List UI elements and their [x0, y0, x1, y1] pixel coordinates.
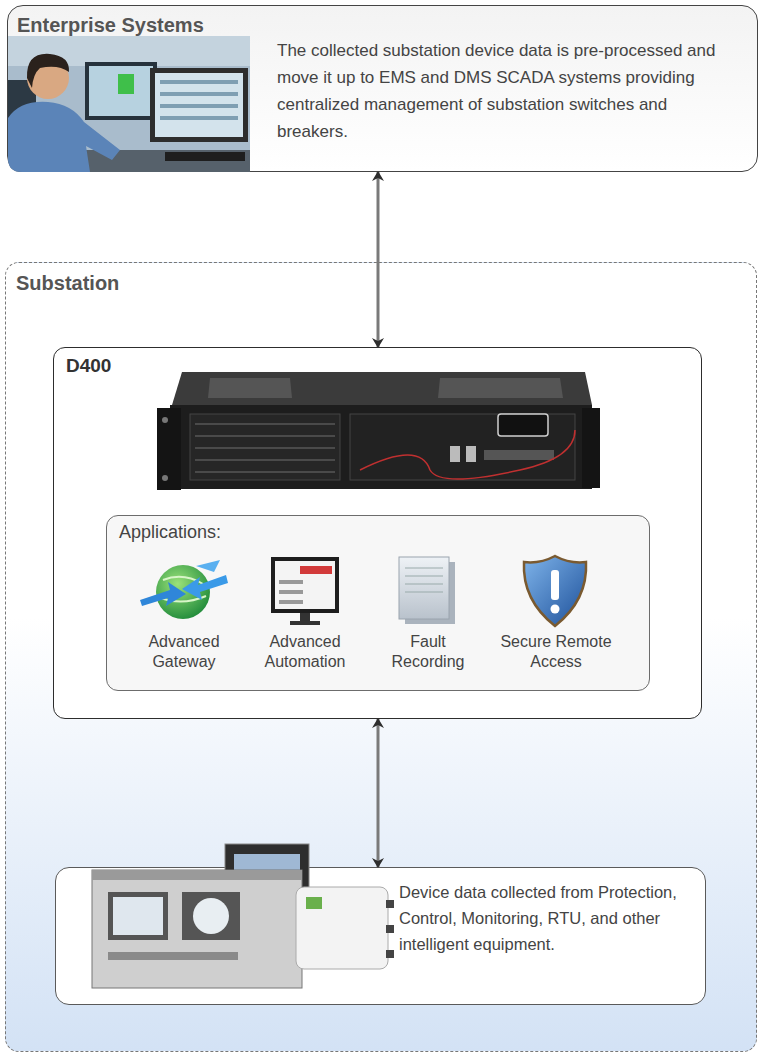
application-label: Advanced Gateway: [129, 632, 239, 672]
application-label: Advanced Automation: [250, 632, 360, 672]
d400-box: D400Applications: Advanced Gateway Advance…: [53, 347, 702, 719]
box-body: Device data collected from Protection, C…: [399, 879, 707, 957]
box-heading: Applications:: [119, 522, 221, 543]
box-body: The collected substation device data is …: [277, 37, 739, 145]
enterprise-box: Enterprise SystemsThe collected substati…: [7, 5, 758, 172]
area-heading: Substation: [16, 272, 119, 295]
applications-box: Applications: Advanced Gateway Advanced Au…: [106, 515, 650, 691]
box-heading: Enterprise Systems: [17, 14, 204, 37]
box-heading: D400: [66, 355, 111, 377]
substation-area: SubstationD400Applications: Advanced Gate…: [5, 262, 757, 1052]
application-label: Secure Remote Access: [491, 632, 621, 672]
application-label: Fault Recording: [373, 632, 483, 672]
double-arrow: [377, 719, 380, 867]
double-arrow: [377, 172, 380, 347]
device-box: Device data collected from Protection, C…: [55, 867, 706, 1005]
